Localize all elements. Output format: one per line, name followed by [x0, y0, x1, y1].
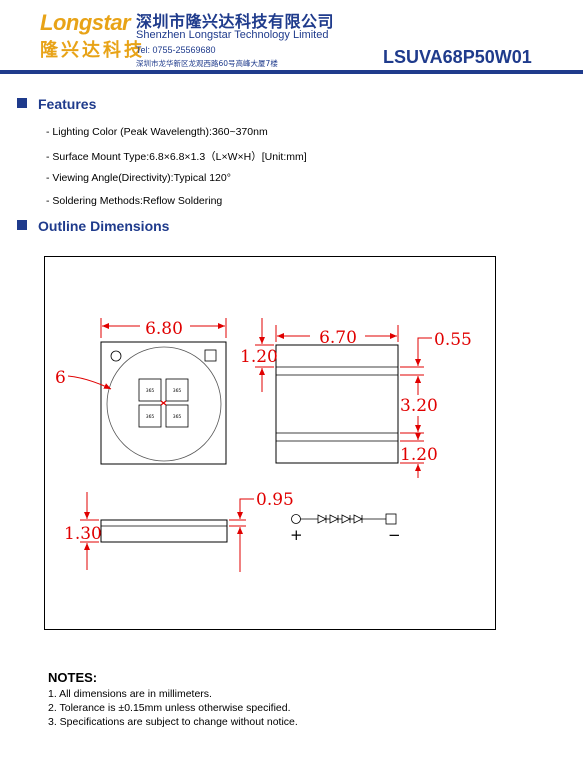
- dim-label-thickness: 1.30: [64, 524, 102, 544]
- feature-item: - Soldering Methods:Reflow Soldering: [46, 195, 223, 207]
- note-item: 1. All dimensions are in millimeters.: [48, 688, 212, 700]
- dim-lens: [229, 498, 254, 572]
- company-name-en: Shenzhen Longstar Technology Limited: [136, 29, 329, 41]
- features-title: Features: [38, 96, 97, 112]
- dim-label-mid: 3.20: [400, 396, 438, 416]
- dim-side-width: [275, 325, 399, 342]
- top-view: 365 365 365 365: [100, 341, 227, 465]
- dim-top-width: [100, 318, 227, 338]
- dim-gap-top: [400, 337, 432, 392]
- dim-label-gap-top: 0.55: [434, 330, 472, 350]
- logo-chinese: 隆兴达科技: [40, 40, 145, 61]
- feature-item: - Viewing Angle(Directivity):Typical 120…: [46, 172, 231, 184]
- anode-label: +: [290, 526, 303, 544]
- front-view: [100, 519, 228, 543]
- notes-title: NOTES:: [48, 670, 98, 685]
- header-divider: [0, 70, 583, 74]
- dim-label-circle: 6: [55, 368, 66, 388]
- dim-label-lens: 0.95: [256, 490, 294, 510]
- company-phone: Tel: 0755-25569680: [136, 45, 216, 55]
- cathode-label: −: [388, 526, 401, 544]
- diode-circuit-icon: [291, 513, 397, 525]
- chip-label: 365: [173, 388, 182, 394]
- logo-text: Longstar: [40, 10, 131, 35]
- note-item: 2. Tolerance is ±0.15mm unless otherwise…: [48, 702, 291, 714]
- feature-item: - Surface Mount Type:6.8×6.8×1.3（L×W×H）[…: [46, 151, 307, 163]
- outline-title: Outline Dimensions: [38, 218, 170, 234]
- outline-bullet-icon: [17, 220, 27, 230]
- part-number: LSUVA68P50W01: [383, 47, 532, 67]
- dim-pad-bottom: [400, 433, 424, 478]
- dim-thickness: [80, 492, 99, 570]
- dim-label-pad-top: 1.20: [240, 347, 278, 367]
- dim-label-top-width: 6.80: [145, 319, 183, 339]
- note-item: 3. Specifications are subject to change …: [48, 716, 298, 728]
- chip-label: 365: [173, 414, 182, 420]
- company-name-cn: 深圳市隆兴达科技有限公司: [136, 12, 335, 31]
- chip-label: 365: [146, 414, 155, 420]
- dim-label-side-width: 6.70: [319, 328, 357, 348]
- side-view: [275, 344, 399, 464]
- drawing-frame: [44, 256, 496, 630]
- features-bullet-icon: [17, 98, 27, 108]
- dim-label-pad-bottom: 1.20: [400, 445, 438, 465]
- company-address: 深圳市龙华新区龙观西路60号高峰大厦7楼: [136, 59, 278, 68]
- chip-label: 365: [146, 388, 155, 394]
- dim-pad-top: [255, 318, 274, 392]
- feature-item: - Lighting Color (Peak Wavelength):360~3…: [46, 126, 268, 138]
